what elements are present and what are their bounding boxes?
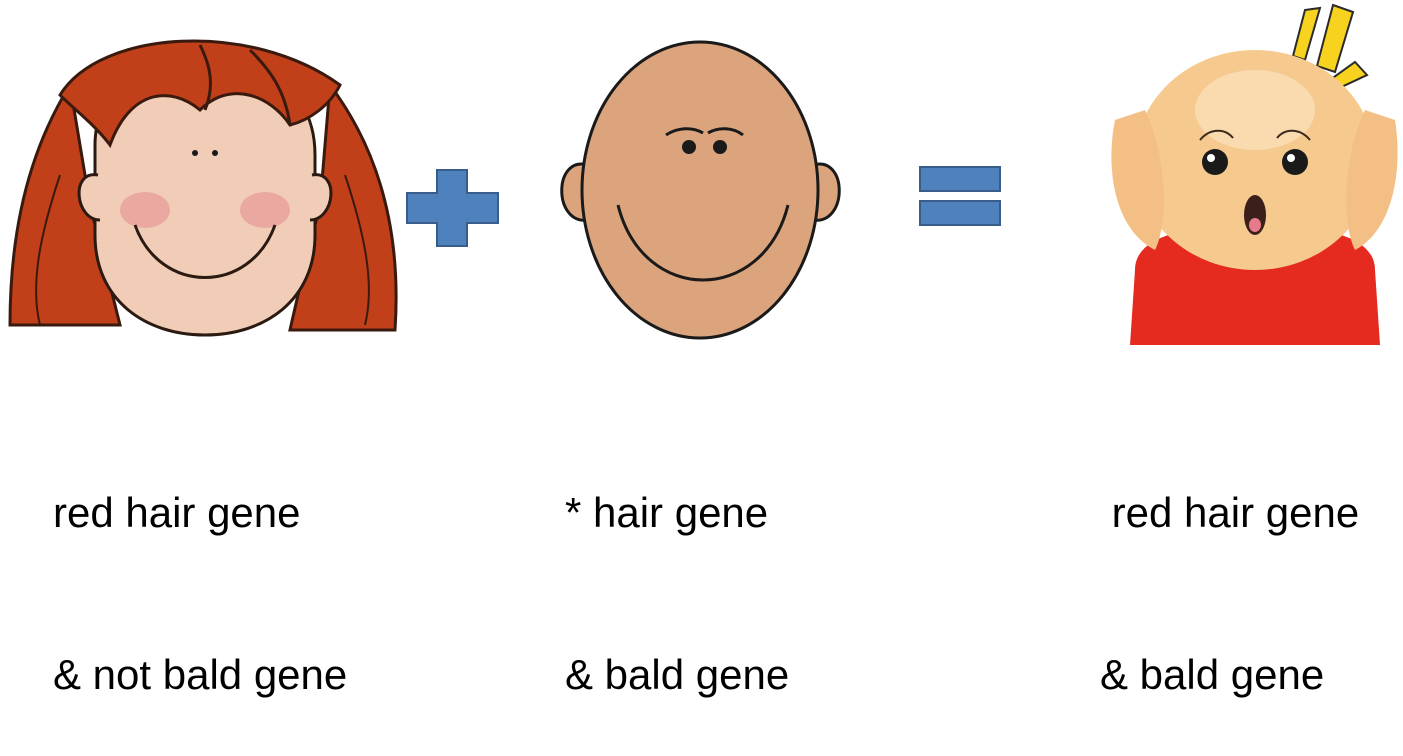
caption-left: red hair gene & not bald gene — [53, 378, 347, 756]
caption-center: * hair gene & bald gene — [565, 378, 789, 756]
caption-left-line-1: red hair gene — [53, 486, 347, 540]
caption-left-line-2: & not bald gene — [53, 648, 347, 702]
caption-right: red hair gene & bald gene — [1100, 378, 1359, 756]
caption-center-line-1: * hair gene — [565, 486, 789, 540]
bald-smiling-face — [548, 35, 853, 345]
surprised-bald-child — [1105, 0, 1403, 360]
equals-sign-icon — [918, 165, 1003, 230]
red-haired-girl-face — [0, 25, 405, 355]
caption-right-line-2: & bald gene — [1100, 648, 1359, 702]
caption-center-line-2: & bald gene — [565, 648, 789, 702]
plus-sign-icon — [405, 168, 500, 248]
caption-right-line-1: red hair gene — [1100, 486, 1359, 540]
